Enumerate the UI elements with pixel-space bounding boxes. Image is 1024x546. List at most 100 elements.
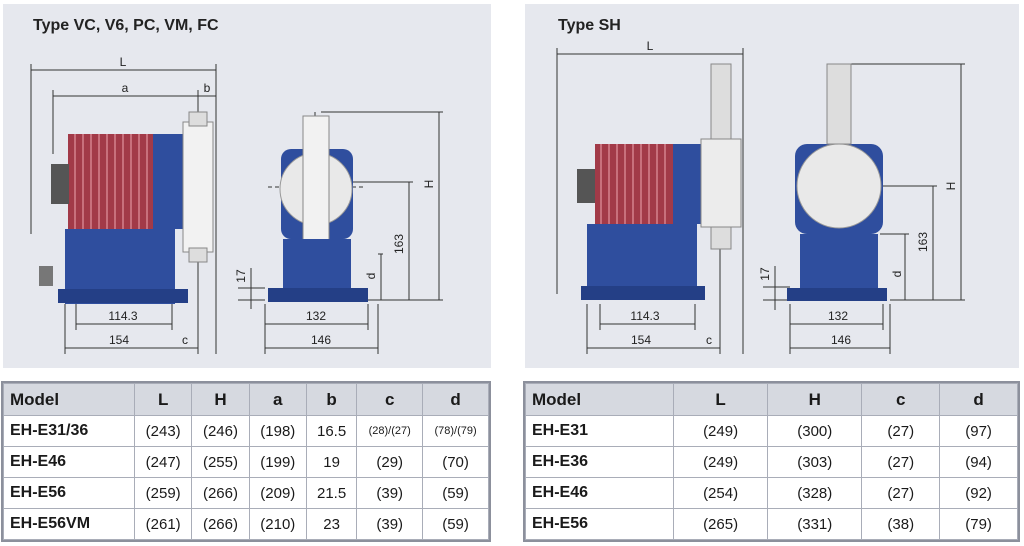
dim-146: 146 [311,333,331,347]
cell: (261) [133,508,193,540]
table-row: EH-E56 (265) (331) (38) (79) [525,508,1018,540]
cell-model: EH-E46 [3,446,135,478]
dim-b: b [204,81,211,95]
cell: (254) [672,477,769,509]
dim-a: a [122,81,129,95]
spec-table-sh: Model L H c d EH-E31 (249) (300) (27) (9… [523,381,1020,542]
pump-side-view [268,115,368,302]
panel-title: Type SH [558,17,621,34]
cell: (39) [356,508,424,540]
table-row: EH-E56 (259) (266) (209) 21.5 (39) (59) [3,477,489,509]
cell: (209) [248,477,307,509]
col-d: d [939,383,1018,416]
col-a: a [248,383,307,416]
cell: 23 [305,508,358,540]
cell: (198) [248,415,307,447]
cell: 21.5 [305,477,358,509]
cell: (38) [861,508,941,540]
spec-table-vc: Model L H a b c d EH-E31/36 (243) (246) … [1,381,491,542]
col-L: L [672,383,769,416]
dim-L: L [647,39,654,53]
col-L: L [133,383,193,416]
cell: (265) [672,508,769,540]
col-c: c [356,383,424,416]
col-c: c [861,383,941,416]
dim-c: c [706,333,712,347]
dim-146: 146 [831,333,851,347]
table-header-row: Model L H a b c d [3,383,489,416]
table-row: EH-E31 (249) (300) (27) (97) [525,415,1018,447]
cell: (199) [248,446,307,478]
cell: (249) [672,446,769,478]
pump-side-view [787,63,887,301]
dim-c: c [182,333,188,347]
cell: (246) [191,415,250,447]
dim-114: 114.3 [630,309,659,323]
cell: (27) [861,477,941,509]
table-row: EH-E56VM (261) (266) (210) 23 (39) (59) [3,508,489,540]
dim-163: 163 [916,232,930,252]
pump-front-view [39,111,214,304]
col-H: H [767,383,863,416]
cell: 16.5 [305,415,358,447]
pump-front-view [577,63,742,300]
table-row: EH-E46 (254) (328) (27) (92) [525,477,1018,509]
cell: (27) [861,415,941,447]
cell: (59) [422,477,489,509]
cell: (210) [248,508,307,540]
cell: (300) [767,415,863,447]
cell: (331) [767,508,863,540]
cell: (94) [939,446,1018,478]
dim-154: 154 [631,333,651,347]
cell: (79) [939,508,1018,540]
dim-163: 163 [392,234,406,254]
dim-114: 114.3 [108,309,137,323]
cell: (266) [191,477,250,509]
dim-H: H [422,180,436,189]
cell: (328) [767,477,863,509]
cell: (92) [939,477,1018,509]
cell: (59) [422,508,489,540]
pump-drawing-sh: L 114.3 154 c 132 146 17 163 H d [556,39,965,354]
dim-d: d [364,273,378,280]
cell: (97) [939,415,1018,447]
dim-17: 17 [234,269,248,283]
col-b: b [305,383,358,416]
cell-model: EH-E56 [525,508,674,540]
cell: (259) [133,477,193,509]
cell-model: EH-E31/36 [3,415,135,447]
col-model: Model [3,383,135,416]
cell-model: EH-E56VM [3,508,135,540]
dim-132: 132 [828,309,848,323]
col-H: H [191,383,250,416]
dim-H: H [944,182,958,191]
diagram-panel-sh: Type SH [525,4,1019,368]
cell: (266) [191,508,250,540]
cell-model: EH-E31 [525,415,674,447]
cell-model: EH-E36 [525,446,674,478]
dim-17: 17 [758,267,772,281]
cell: (78)/(79) [422,415,489,447]
cell-model: EH-E46 [525,477,674,509]
table-header-row: Model L H c d [525,383,1018,416]
cell: (243) [133,415,193,447]
col-d: d [422,383,489,416]
table-row: EH-E46 (247) (255) (199) 19 (29) (70) [3,446,489,478]
cell: 19 [305,446,358,478]
diagram-panel-vc: Type VC, V6, PC, VM, FC [3,4,491,368]
cell: (255) [191,446,250,478]
col-model: Model [525,383,674,416]
cell: (28)/(27) [356,415,424,447]
table-row: EH-E31/36 (243) (246) (198) 16.5 (28)/(2… [3,415,489,447]
dim-132: 132 [306,309,326,323]
table-row: EH-E36 (249) (303) (27) (94) [525,446,1018,478]
cell-model: EH-E56 [3,477,135,509]
cell: (70) [422,446,489,478]
dim-d: d [890,271,904,278]
cell: (29) [356,446,424,478]
cell: (27) [861,446,941,478]
cell: (39) [356,477,424,509]
pump-drawing-vc: L a b 114.3 154 c 132 146 17 163 H d [30,55,443,354]
dim-154: 154 [109,333,129,347]
dim-L: L [120,55,127,69]
